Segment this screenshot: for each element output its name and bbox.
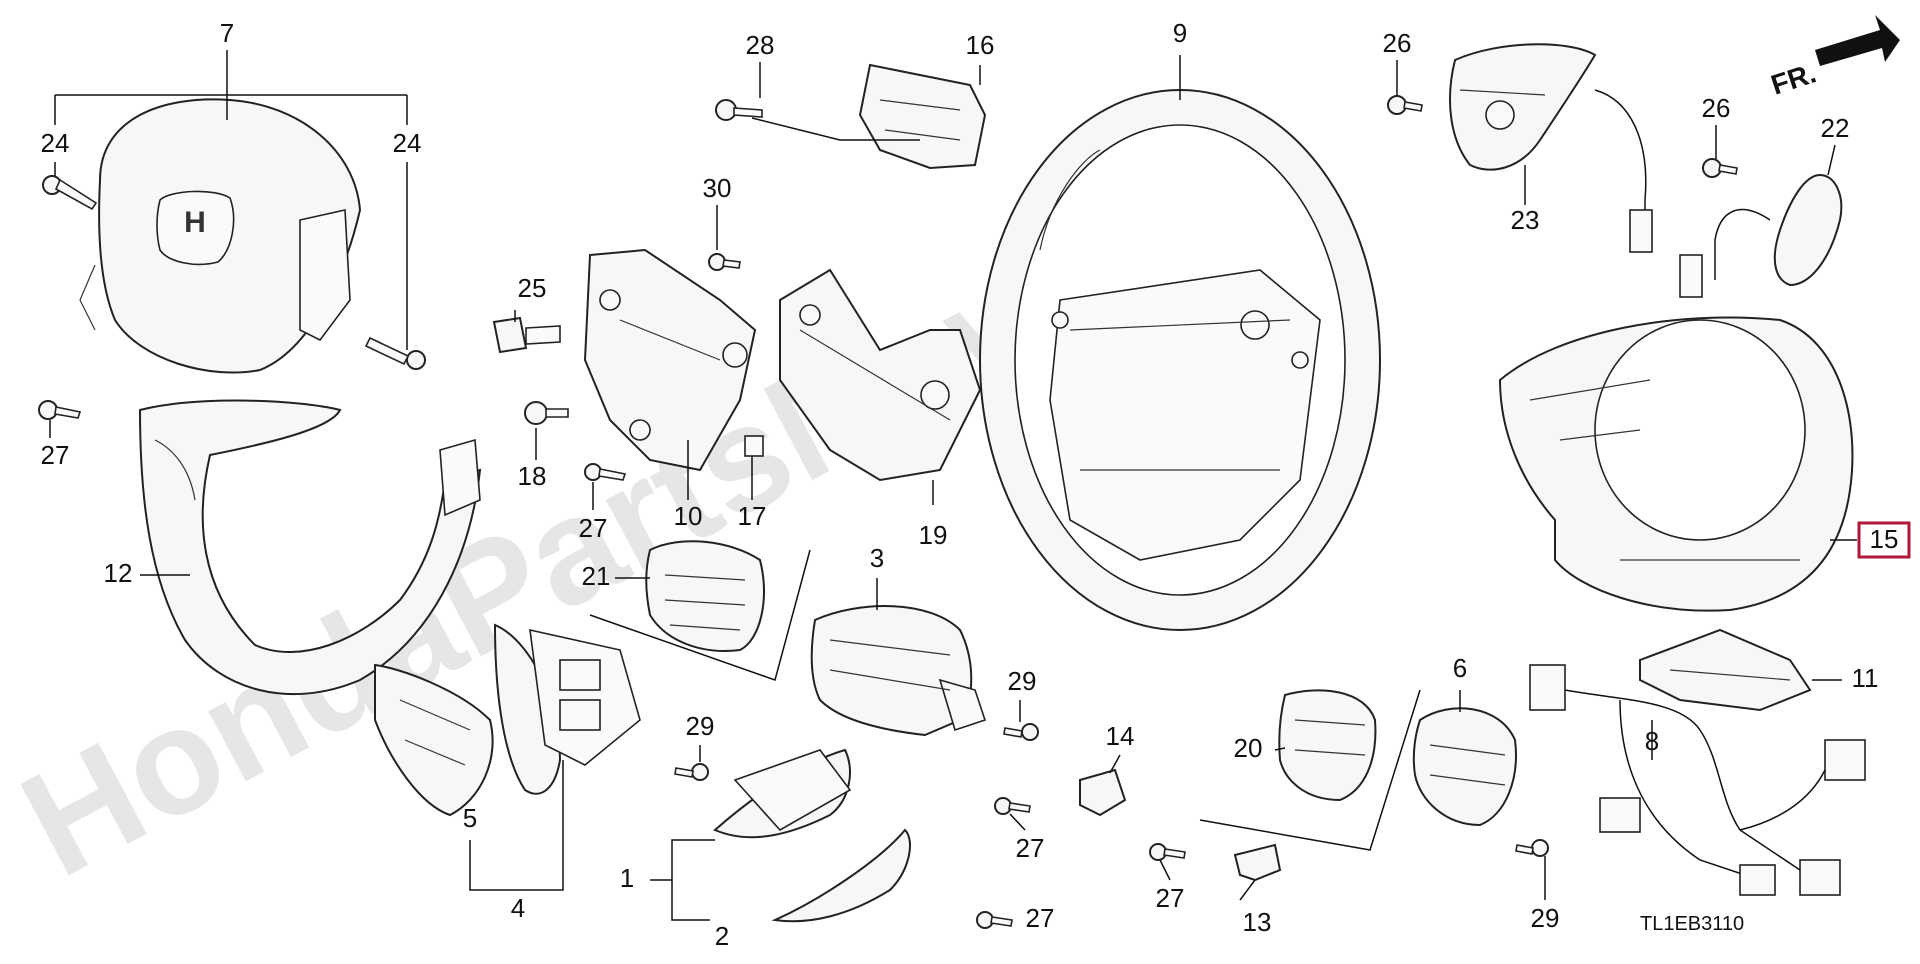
callout-11: 11 xyxy=(1852,663,1879,693)
callout-29-c: 29 xyxy=(1531,903,1560,933)
callout-25: 25 xyxy=(518,273,547,303)
callout-27-e: 27 xyxy=(1156,883,1185,913)
bolt-25[interactable] xyxy=(492,316,561,354)
switch-21[interactable] xyxy=(645,540,765,652)
guide-line-21 xyxy=(589,549,811,681)
callout-13: 13 xyxy=(1243,907,1272,937)
bolt-29-a[interactable] xyxy=(674,763,709,781)
direction-label: FR. xyxy=(1767,57,1819,100)
callout-6: 6 xyxy=(1453,653,1467,683)
bolt-27-d[interactable] xyxy=(994,797,1031,815)
switch-frame-19[interactable] xyxy=(779,268,982,482)
bracket-14[interactable] xyxy=(1079,768,1127,817)
switch-cover[interactable] xyxy=(374,663,494,817)
paddle-2[interactable] xyxy=(771,828,911,923)
highlight-box-15 xyxy=(1857,521,1911,559)
paddle-switch-1[interactable] xyxy=(713,748,852,839)
callout-27-b: 27 xyxy=(579,513,608,543)
spring-17[interactable] xyxy=(744,435,764,457)
callout-15: 15 xyxy=(1870,524,1899,554)
bolt-30[interactable] xyxy=(708,253,741,271)
bolt-27-b[interactable] xyxy=(584,463,627,481)
callout-10: 10 xyxy=(674,501,703,531)
callout-4: 4 xyxy=(511,893,525,923)
callout-3: 3 xyxy=(870,543,884,573)
bolt-28[interactable] xyxy=(715,99,763,121)
callout-26-a: 26 xyxy=(1383,28,1412,58)
callout-29-a: 29 xyxy=(686,711,715,741)
callout-27-c: 27 xyxy=(1026,903,1055,933)
diagram-code: TL1EB3110 xyxy=(1640,913,1744,935)
switch-3[interactable] xyxy=(810,605,987,737)
callout-8: 8 xyxy=(1645,726,1659,756)
steering-wheel[interactable] xyxy=(979,89,1381,631)
callout-2: 2 xyxy=(715,921,729,951)
bolt-29-c[interactable] xyxy=(1515,839,1549,857)
switch-23[interactable] xyxy=(1449,43,1597,171)
switch-6[interactable] xyxy=(1412,707,1517,827)
callout-17: 17 xyxy=(738,501,767,531)
callout-labels: 7 24 24 27 12 5 4 25 18 27 10 17 30 28 1… xyxy=(41,18,1899,951)
callout-27-d: 27 xyxy=(1016,833,1045,863)
harness-8[interactable] xyxy=(1529,664,1866,896)
callout-16: 16 xyxy=(966,30,995,60)
bolt-26-b[interactable] xyxy=(1702,158,1738,178)
steering-cover-15[interactable] xyxy=(1498,316,1854,612)
harness-22 xyxy=(1714,209,1771,280)
callout-7: 7 xyxy=(220,18,234,48)
bolt-27-e[interactable] xyxy=(1149,843,1186,861)
airbag-module[interactable]: H xyxy=(79,98,362,374)
front-direction-arrow: FR. xyxy=(1767,15,1900,101)
callout-26-b: 26 xyxy=(1702,93,1731,123)
callout-30: 30 xyxy=(703,173,732,203)
bolt-18[interactable] xyxy=(524,401,569,425)
callout-14: 14 xyxy=(1106,721,1135,751)
callout-28: 28 xyxy=(746,30,775,60)
bolt-27-a[interactable] xyxy=(38,400,82,420)
callout-24-left: 24 xyxy=(41,128,70,158)
bolt-24-left[interactable] xyxy=(42,175,98,211)
left-switch-assembly[interactable] xyxy=(493,623,641,795)
callout-12: 12 xyxy=(104,558,133,588)
connector-22 xyxy=(1679,254,1703,298)
callout-27-a: 27 xyxy=(41,440,70,470)
steering-garnish[interactable] xyxy=(138,399,482,696)
bracket-16[interactable] xyxy=(858,63,987,170)
bolt-24-right[interactable] xyxy=(364,336,426,370)
callout-21: 21 xyxy=(582,561,611,591)
harness-23 xyxy=(1594,89,1647,230)
paddle-22[interactable] xyxy=(1773,173,1843,287)
connector-23 xyxy=(1629,209,1653,253)
guide-line-20 xyxy=(1199,689,1421,851)
switch-20[interactable] xyxy=(1278,689,1377,802)
bolt-29-b[interactable] xyxy=(1003,723,1039,741)
callout-22: 22 xyxy=(1821,113,1850,143)
callout-5: 5 xyxy=(463,803,477,833)
callout-19: 19 xyxy=(919,520,948,550)
callout-29-b: 29 xyxy=(1008,666,1037,696)
callout-20: 20 xyxy=(1234,733,1263,763)
bolt-26-a[interactable] xyxy=(1387,95,1423,115)
callout-18: 18 xyxy=(518,461,547,491)
callout-23: 23 xyxy=(1511,205,1540,235)
svg-text:H: H xyxy=(184,206,206,239)
callout-24-right: 24 xyxy=(393,128,422,158)
bracket-10[interactable] xyxy=(583,248,757,472)
leader-lines xyxy=(49,50,1857,921)
bracket-11[interactable] xyxy=(1639,628,1812,712)
bolt-27-c[interactable] xyxy=(976,911,1013,929)
clip-13[interactable] xyxy=(1233,843,1282,882)
callout-1: 1 xyxy=(620,863,634,893)
callout-9: 9 xyxy=(1173,18,1187,48)
